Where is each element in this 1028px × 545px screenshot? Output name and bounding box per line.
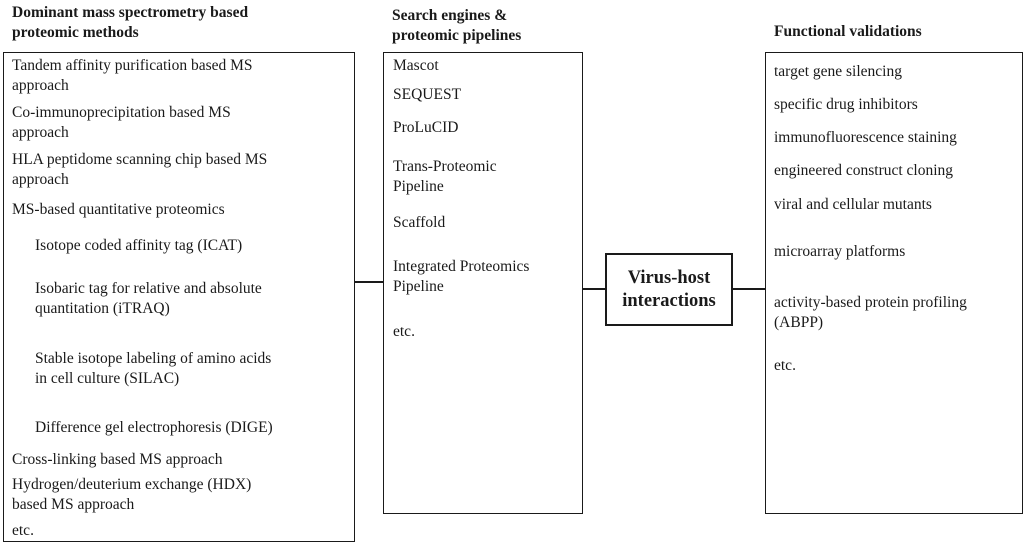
validations-item-line: target gene silencing [774, 63, 902, 80]
validations-heading-line-1: Functional validations [774, 23, 922, 40]
methods-heading: Dominant mass spectrometry based proteom… [12, 3, 342, 43]
validations-item-line: microarray platforms [774, 243, 906, 260]
methods-item-line: in cell culture (SILAC) [35, 370, 180, 387]
methods-item-line: MS-based quantitative proteomics [12, 201, 225, 218]
search-item-line: Mascot [393, 57, 439, 74]
methods-heading-line-1: Dominant mass spectrometry based [12, 4, 249, 21]
search-item-line: Integrated Proteomics [393, 258, 530, 275]
search-item-line: Scaffold [393, 214, 446, 231]
methods-subitem: Stable isotope labeling of amino acids i… [35, 349, 341, 389]
virus-host-interactions-node: Virus-host interactions [605, 253, 733, 326]
validations-item-line: etc. [774, 357, 796, 374]
search-item-line: Trans-Proteomic [393, 158, 497, 175]
methods-item-line: based MS approach [12, 496, 135, 513]
search-item: Integrated Proteomics Pipeline [393, 257, 578, 297]
methods-item-line: approach [12, 77, 69, 94]
validations-item: engineered construct cloning [774, 161, 1019, 181]
methods-subitem: Difference gel electrophoresis (DIGE) [35, 418, 341, 438]
methods-item-line: etc. [12, 522, 34, 539]
search-item: Trans-Proteomic Pipeline [393, 157, 578, 197]
validations-item: viral and cellular mutants [774, 195, 1019, 215]
methods-item-line: Isobaric tag for relative and absolute [35, 280, 262, 297]
methods-box [3, 52, 355, 542]
search-item: Scaffold [393, 213, 578, 233]
validations-item: microarray platforms [774, 242, 1019, 262]
methods-item: Cross-linking based MS approach [12, 450, 342, 470]
validations-item-line: viral and cellular mutants [774, 196, 932, 213]
methods-item: HLA peptidome scanning chip based MS app… [12, 150, 342, 190]
methods-item-line: HLA peptidome scanning chip based MS [12, 151, 268, 168]
methods-heading-line-2: proteomic methods [12, 24, 139, 41]
methods-item-line: approach [12, 171, 69, 188]
methods-item: Co-immunoprecipitation based MS approach [12, 103, 342, 143]
search-item-line: Pipeline [393, 178, 444, 195]
validations-item: etc. [774, 356, 1019, 376]
search-item: ProLuCID [393, 118, 578, 138]
methods-item-line: Tandem affinity purification based MS [12, 57, 253, 74]
methods-subitem: Isotope coded affinity tag (ICAT) [35, 236, 341, 256]
validations-item: activity-based protein profiling (ABPP) [774, 293, 1019, 333]
search-item-line: etc. [393, 323, 415, 340]
methods-item: Hydrogen/deuterium exchange (HDX) based … [12, 475, 342, 515]
validations-item: immunofluorescence staining [774, 128, 1019, 148]
validations-item-line: activity-based protein profiling [774, 294, 967, 311]
connector-center-validations [733, 288, 765, 290]
search-item: SEQUEST [393, 85, 578, 105]
search-item-line: Pipeline [393, 278, 444, 295]
search-heading-line-2: proteomic pipelines [392, 27, 522, 44]
validations-item-line: (ABPP) [774, 314, 824, 331]
validations-heading: Functional validations [774, 22, 1014, 42]
validations-item-line: engineered construct cloning [774, 162, 954, 179]
validations-box [765, 52, 1023, 514]
methods-item-line: Hydrogen/deuterium exchange (HDX) [12, 476, 252, 493]
center-line-2: interactions [622, 290, 716, 311]
search-item: etc. [393, 322, 578, 342]
search-heading: Search engines & proteomic pipelines [392, 6, 592, 46]
search-item: Mascot [393, 56, 578, 76]
center-line-1: Virus-host [627, 267, 711, 288]
methods-item: Tandem affinity purification based MS ap… [12, 56, 342, 96]
search-item-line: SEQUEST [393, 86, 462, 103]
methods-item-line: Co-immunoprecipitation based MS [12, 104, 231, 121]
methods-item: MS-based quantitative proteomics [12, 200, 342, 220]
validations-item: target gene silencing [774, 62, 1019, 82]
methods-item-line: Stable isotope labeling of amino acids [35, 350, 272, 367]
connector-methods-search [355, 281, 383, 283]
search-heading-line-1: Search engines & [392, 7, 508, 24]
validations-item-line: immunofluorescence staining [774, 129, 957, 146]
methods-item-line: approach [12, 124, 69, 141]
methods-item: etc. [12, 521, 342, 541]
validations-item-line: specific drug inhibitors [774, 96, 918, 113]
search-box [383, 52, 583, 514]
methods-item-line: quantitation (iTRAQ) [35, 300, 170, 317]
search-item-line: ProLuCID [393, 119, 459, 136]
methods-item-line: Isotope coded affinity tag (ICAT) [35, 237, 243, 254]
methods-subitem: Isobaric tag for relative and absolute q… [35, 279, 341, 319]
connector-search-center [583, 288, 605, 290]
validations-item: specific drug inhibitors [774, 95, 1019, 115]
methods-item-line: Cross-linking based MS approach [12, 451, 223, 468]
methods-item-line: Difference gel electrophoresis (DIGE) [35, 419, 273, 436]
